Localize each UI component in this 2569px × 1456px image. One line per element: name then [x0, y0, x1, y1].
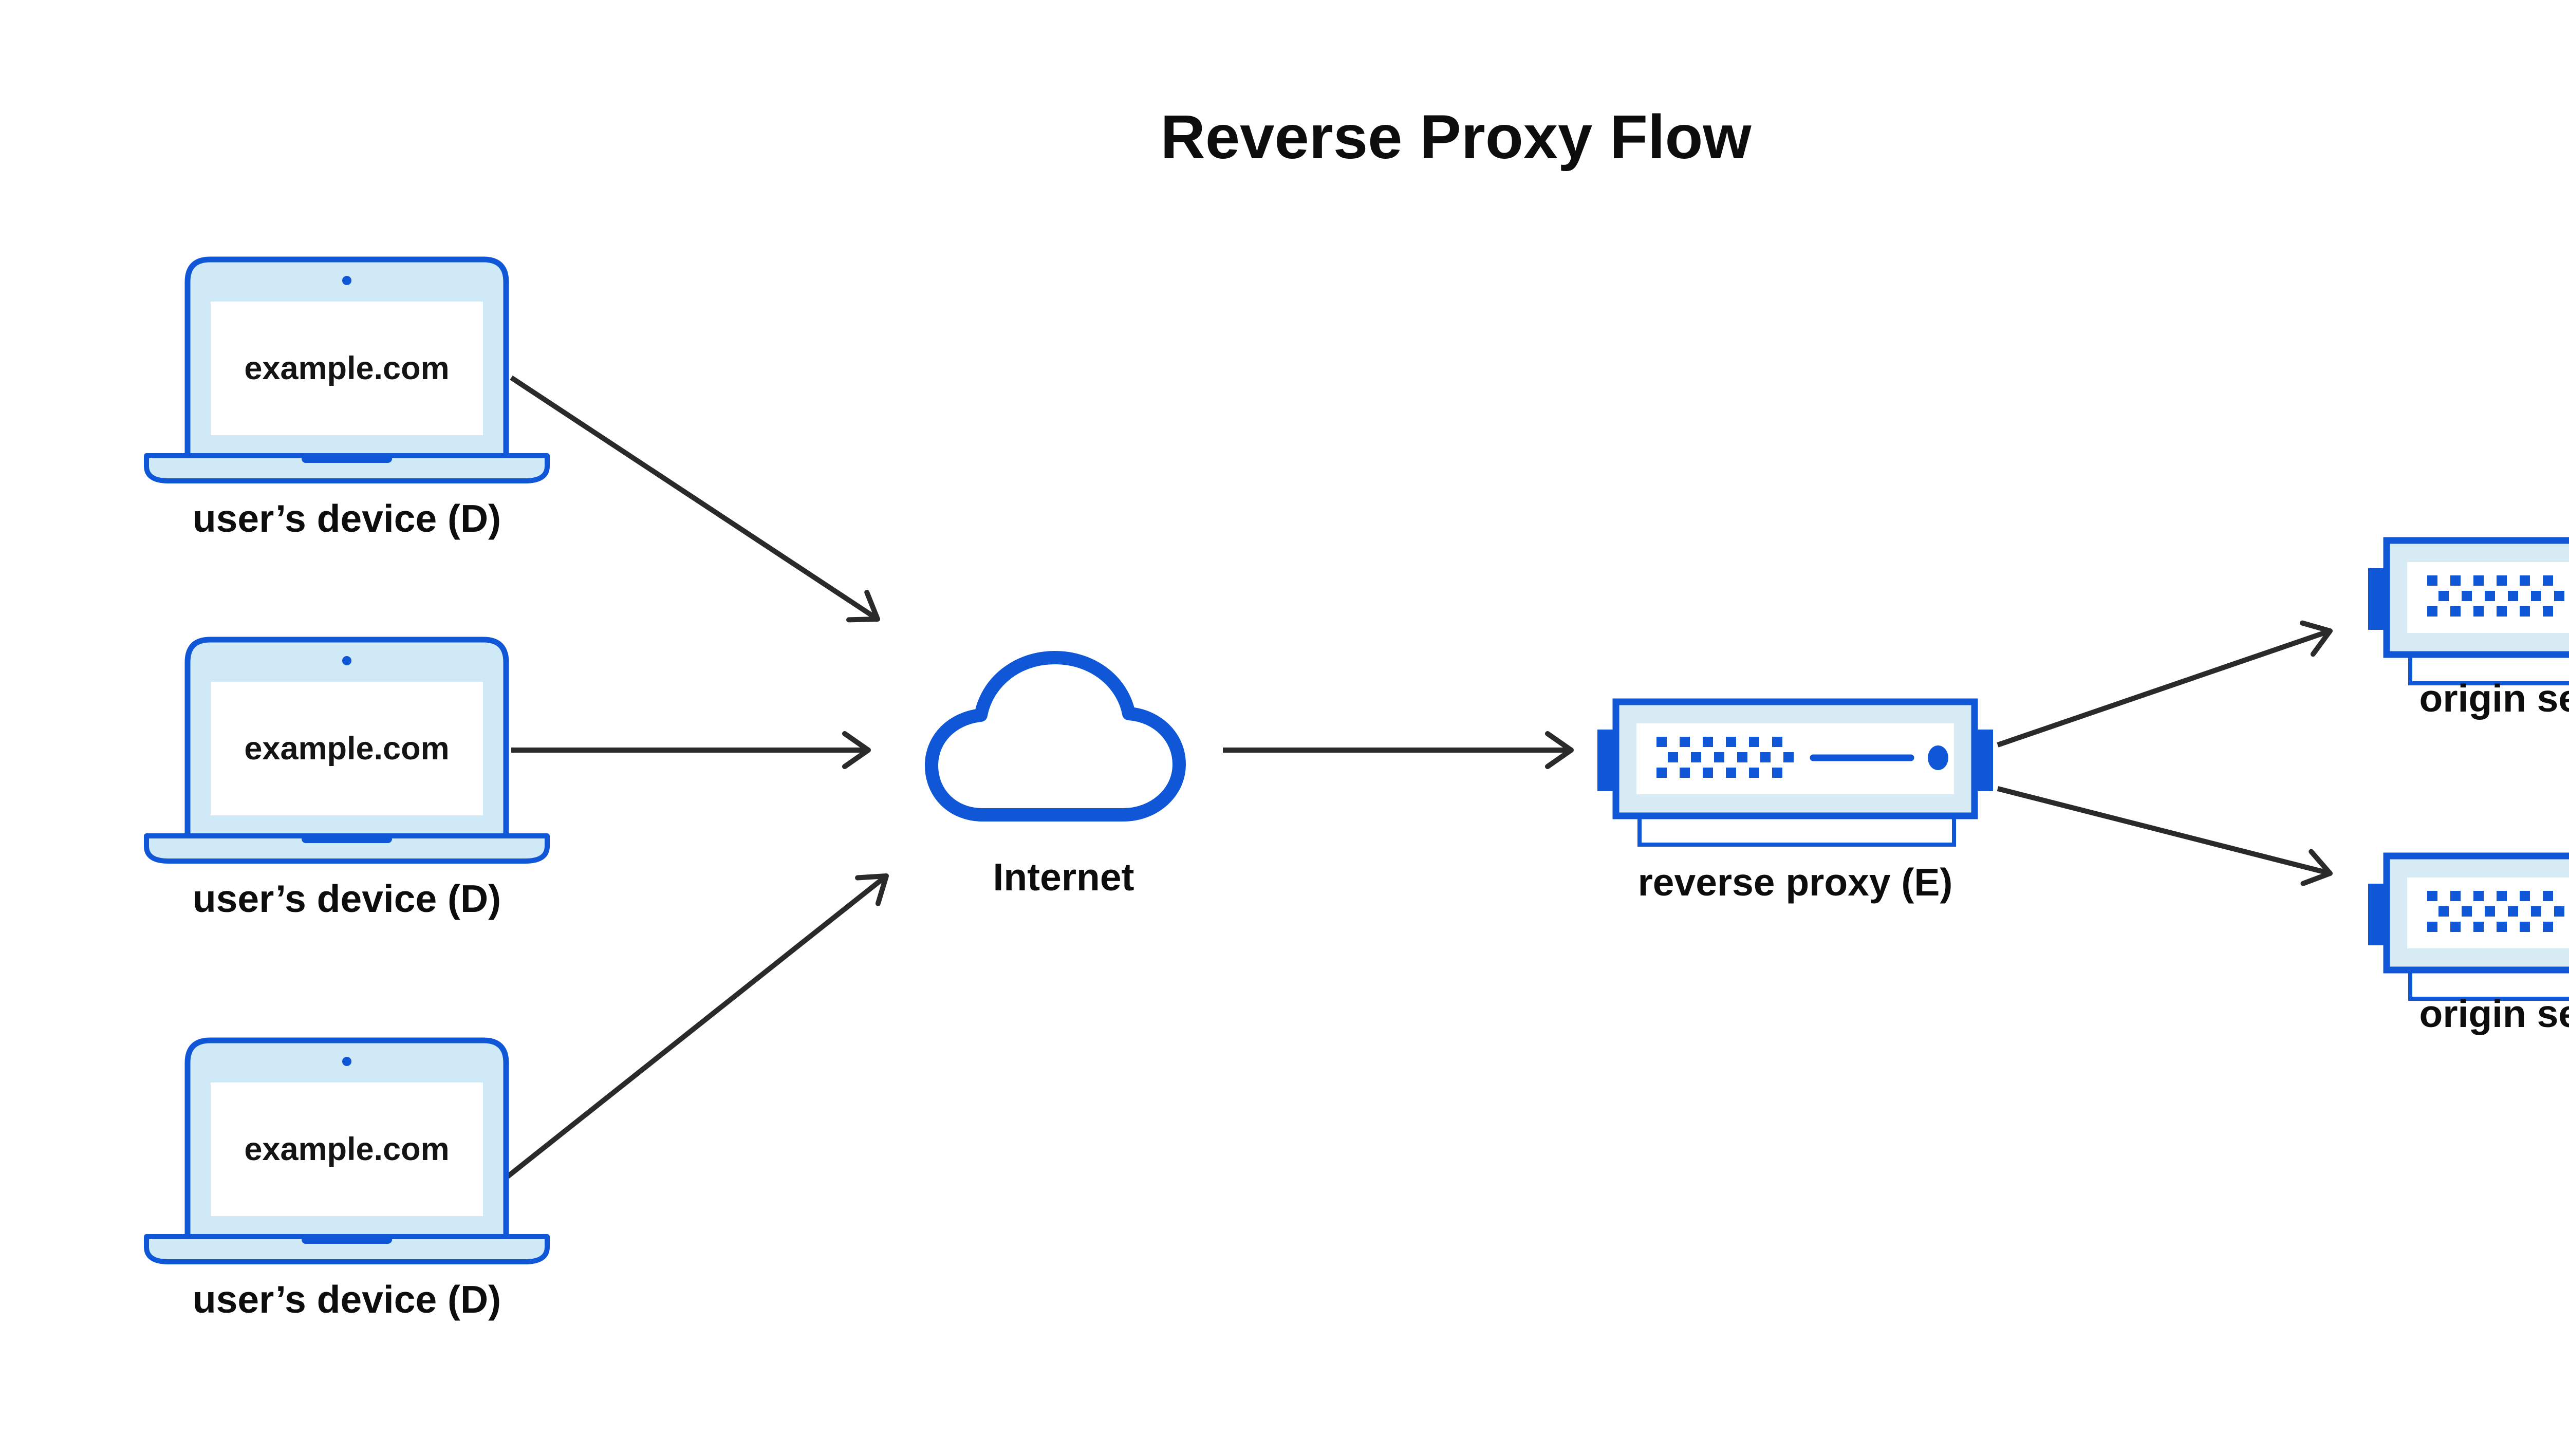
- device-screen-url: example.com: [244, 731, 450, 767]
- cloud-icon: [920, 648, 1207, 823]
- arrow-proxy-to-origin1: [1997, 620, 2333, 748]
- arrow-device1-to-internet: [510, 375, 880, 623]
- arrow-device3-to-internet: [506, 873, 889, 1179]
- user-device-label-2: user’s device (D): [192, 877, 501, 920]
- origin-server-label-2: origin server (F): [2419, 992, 2569, 1035]
- user-device-label-1: user’s device (D): [192, 497, 501, 540]
- origin-server-label-1: origin server (F): [2419, 677, 2569, 720]
- server-icon: [2368, 852, 2569, 1006]
- page-title: Reverse Proxy Flow: [1160, 102, 1752, 172]
- server-icon: [2368, 536, 2569, 690]
- server-icon: [1597, 698, 1993, 852]
- user-device-label-3: user’s device (D): [192, 1278, 501, 1321]
- internet-label: Internet: [993, 855, 1134, 899]
- origin-server-node-1: [2368, 536, 2569, 690]
- arrow-proxy-to-origin2: [1997, 786, 2333, 886]
- device-screen-url: example.com: [244, 1131, 450, 1167]
- origin-server-node-2: [2368, 852, 2569, 1006]
- reverse-proxy-node: [1597, 698, 1993, 852]
- device-screen-url: example.com: [244, 350, 450, 386]
- reverse-proxy-label: reverse proxy (E): [1637, 861, 1953, 904]
- internet-node: [920, 648, 1207, 823]
